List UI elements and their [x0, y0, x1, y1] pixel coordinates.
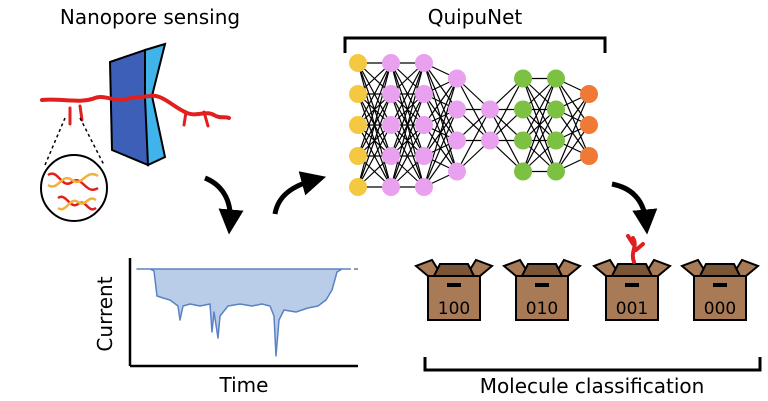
network-node	[415, 178, 433, 196]
class-box: 001	[592, 258, 672, 321]
network-node	[514, 69, 532, 88]
box-opening	[520, 263, 564, 277]
network-edge	[423, 78, 458, 126]
network-node	[580, 116, 598, 134]
pore-body	[108, 48, 150, 167]
network-edge	[357, 62, 392, 157]
dna-helix-icon	[47, 172, 99, 211]
network-edge	[522, 109, 557, 172]
network-node	[349, 116, 367, 134]
dna-branch	[68, 104, 210, 128]
network-node	[514, 100, 532, 119]
arrow-sensing-to-plot	[203, 175, 244, 235]
network-node	[382, 54, 400, 72]
network-nodes	[349, 54, 598, 196]
network-node	[481, 100, 499, 119]
network-edge	[423, 78, 458, 157]
network-node	[547, 69, 565, 88]
x-axis-label: Time	[219, 373, 269, 397]
network-node	[415, 54, 433, 72]
box-handle	[713, 283, 727, 287]
box-body	[605, 275, 659, 321]
neural-network	[349, 54, 598, 196]
network-edge	[456, 109, 491, 172]
box-label: 100	[438, 299, 470, 319]
network-node	[448, 100, 466, 119]
network-edge	[390, 93, 425, 188]
box-opening	[610, 263, 654, 277]
current-trace	[136, 268, 351, 357]
box-opening	[698, 263, 742, 277]
network-node	[514, 131, 532, 150]
network-node	[547, 162, 565, 181]
network-node	[580, 147, 598, 165]
network-edge	[357, 62, 392, 188]
network-node	[349, 54, 367, 72]
network-edge	[555, 124, 590, 172]
network-edge	[423, 140, 458, 188]
network-edge	[357, 93, 392, 188]
network-edge	[489, 78, 524, 141]
network-bracket	[343, 36, 607, 53]
zoom-line-right	[79, 117, 105, 166]
network-node	[382, 116, 400, 134]
network-edge	[357, 62, 392, 126]
network-node	[349, 147, 367, 165]
arrow-plot-to-network	[272, 171, 327, 215]
network-node	[514, 162, 532, 181]
dna-strand	[40, 93, 231, 120]
pore-face	[144, 42, 167, 167]
network-node	[448, 131, 466, 150]
network-node	[481, 131, 499, 150]
classification-title: Molecule classification	[480, 374, 705, 398]
network-node	[580, 85, 598, 103]
network-edge	[390, 62, 425, 126]
class-box: 100	[414, 258, 494, 321]
box-opening	[432, 263, 476, 277]
classification-bracket	[423, 357, 762, 372]
network-edge	[522, 78, 557, 141]
box-handle	[625, 283, 639, 287]
box-label: 000	[704, 299, 736, 319]
sensing-title: Nanopore sensing	[60, 5, 240, 29]
network-edge	[390, 62, 425, 188]
molecule-in-box	[626, 234, 645, 264]
box-body	[693, 275, 747, 321]
network-node	[382, 85, 400, 103]
network-node	[349, 85, 367, 103]
network-node	[349, 178, 367, 196]
arrow-network-to-boxes	[611, 181, 658, 235]
class-box: 010	[502, 258, 582, 321]
network-node	[547, 131, 565, 150]
network-edge	[555, 93, 590, 141]
classification-boxes: 100 010 001 000	[414, 258, 760, 321]
network-node	[547, 100, 565, 119]
network-node	[448, 162, 466, 181]
network-node	[415, 85, 433, 103]
nanopore	[40, 42, 231, 222]
network-node	[382, 147, 400, 165]
box-handle	[535, 283, 549, 287]
network-edge	[390, 124, 425, 188]
box-handle	[447, 283, 461, 287]
network-edge	[357, 124, 392, 188]
network-title: QuipuNet	[428, 5, 523, 29]
network-node	[382, 178, 400, 196]
network-node	[415, 116, 433, 134]
box-label: 001	[616, 299, 648, 319]
current-trace-plot: Current Time	[93, 258, 358, 397]
network-node	[415, 147, 433, 165]
zoom-line-left	[44, 117, 66, 166]
network-edge	[522, 78, 557, 172]
network-edge	[390, 62, 425, 157]
y-axis-label: Current	[93, 276, 117, 351]
network-edge	[423, 109, 458, 188]
zoom-circle	[40, 154, 108, 222]
network-node	[448, 69, 466, 88]
class-box: 000	[680, 258, 760, 321]
box-label: 010	[526, 299, 558, 319]
network-edge	[423, 78, 458, 188]
network-edge	[555, 93, 590, 172]
